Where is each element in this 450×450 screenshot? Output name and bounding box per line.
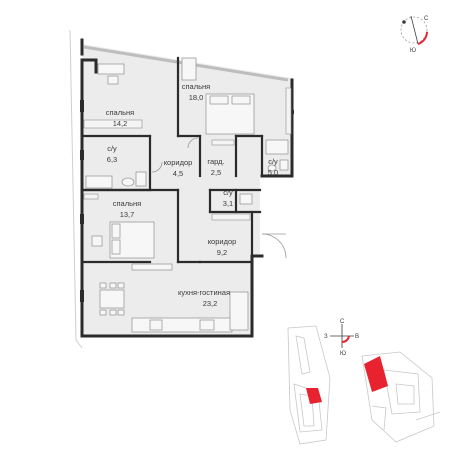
room-label-corridor-2: коридор 9,2 <box>208 237 237 257</box>
kitchen-counter <box>131 317 233 333</box>
compass-top: С Ю <box>400 15 429 54</box>
room-label-bathroom-1: с/у 6,3 <box>107 144 117 164</box>
room-label-bedroom-2: спальня 18,0 <box>182 82 210 102</box>
bathtub-1 <box>85 175 113 189</box>
room-area: 5,0 <box>268 168 278 177</box>
outer-wall-top-left <box>80 58 98 74</box>
room-name: с/у <box>223 188 233 197</box>
highlighted-building-main <box>364 356 388 392</box>
compass-bottom: С З В Ю <box>324 319 359 357</box>
room-area: 9,2 <box>217 248 227 257</box>
dining-table <box>99 289 125 309</box>
highlighted-building-small <box>306 388 322 404</box>
room-area: 4,5 <box>173 169 183 178</box>
room-name: спальня <box>182 82 210 91</box>
room-name: спальня <box>113 199 141 208</box>
room-name: с/у <box>107 144 117 153</box>
room-label-kitchen-living: кухня-гостиная 23,2 <box>178 288 230 308</box>
apartment-plan: спальня 14,2 спальня 18,0 с/у 6,3 коридо… <box>69 29 294 349</box>
sofa <box>229 291 249 331</box>
room-area: 23,2 <box>203 299 218 308</box>
room-name: коридор <box>164 158 193 167</box>
outer-wall-right-low <box>250 254 264 338</box>
compass-w-label: З <box>324 334 328 340</box>
compass-north-label: С <box>424 16 429 22</box>
room-label-bedroom-1: спальня 14,2 <box>106 108 134 128</box>
room-name: с/у <box>268 157 278 166</box>
room-name: гард. <box>207 157 224 166</box>
room-label-bathroom-2: с/у 5,0 <box>268 157 278 177</box>
room-label-bathroom-3: с/у 3,1 <box>223 188 233 208</box>
room-name: коридор <box>208 237 237 246</box>
sun-arc-icon <box>417 31 428 45</box>
room-name: спальня <box>106 108 134 117</box>
room-area: 14,2 <box>113 119 128 128</box>
room-label-corridor-1: коридор 4,5 <box>164 158 193 178</box>
room-area: 6,3 <box>107 155 117 164</box>
room-area: 13,7 <box>120 210 135 219</box>
compass-n-label: С <box>340 319 345 325</box>
room-area: 3,1 <box>223 199 233 208</box>
compass-e-label: В <box>355 334 359 340</box>
site-plan: С З В Ю <box>287 319 441 445</box>
compass-south-label: Ю <box>410 48 416 54</box>
compass-s-label: Ю <box>340 351 346 357</box>
room-area: 18,0 <box>189 93 204 102</box>
room-area: 2,5 <box>211 168 221 177</box>
room-label-wardrobe: гард. 2,5 <box>207 157 224 177</box>
room-label-bedroom-3: спальня 13,7 <box>113 199 141 219</box>
room-name: кухня-гостиная <box>178 288 230 297</box>
